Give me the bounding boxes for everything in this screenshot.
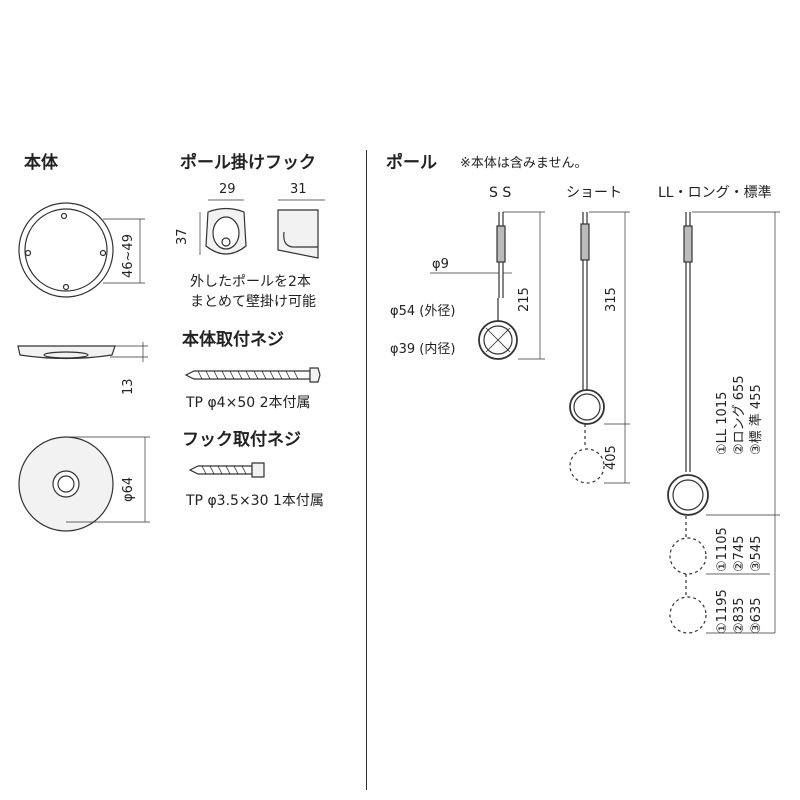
pole-label-short: ショート — [566, 185, 622, 201]
hook-title: ポール掛けフック — [180, 153, 316, 173]
body-screw-drawing — [184, 367, 321, 383]
long-dim-max-2: ②835 — [732, 597, 747, 634]
body-screw-spec: TP φ4×50 2本付属 — [186, 395, 311, 411]
short-pole-drawing — [569, 211, 630, 484]
long-dim-ll: ①LL 1015 — [715, 391, 730, 455]
body-screw-title: 本体取付ネジ — [182, 330, 284, 350]
hook-side-view — [277, 199, 325, 259]
hook-screw-title: フック取付ネジ — [182, 430, 301, 450]
short-length-dim: 315 — [604, 287, 619, 312]
body-top-view — [18, 202, 145, 298]
long-dim-long: ②ロング 655 — [732, 375, 747, 455]
hook-note-line-1: 外したポールを2本 — [190, 274, 311, 290]
long-dim-max-1: ①1195 — [715, 589, 730, 634]
body-inner-dim: 46~49 — [121, 234, 136, 278]
pipe-diameter-dim: φ9 — [432, 257, 449, 272]
hook-height-dim: 37 — [175, 228, 190, 245]
pole-label-ss: S S — [489, 185, 512, 201]
body-bottom-view — [18, 436, 150, 532]
body-side-view — [17, 342, 148, 362]
pole-label-long: LL・ロング・標準 — [658, 185, 772, 201]
long-dim-standard: ③標 準 455 — [749, 384, 764, 455]
hook-width-dim-2: 31 — [290, 182, 307, 197]
hook-screw-spec: TP φ3.5×30 1本付属 — [186, 493, 324, 509]
hook-width-dim-1: 29 — [219, 182, 236, 197]
hook-screw-drawing — [188, 462, 265, 478]
section-divider — [366, 150, 367, 790]
body-height-dim: 13 — [121, 378, 136, 395]
pole-note: ※本体は含みません。 — [460, 156, 588, 171]
long-pole-drawing — [667, 211, 780, 634]
long-dim-mid-2: ②745 — [732, 535, 747, 572]
long-dim-mid-1: ①1105 — [715, 527, 730, 572]
pole-title: ポール — [386, 153, 437, 173]
body-title: 本体 — [24, 153, 58, 173]
body-diameter-dim: φ64 — [121, 476, 136, 502]
ring-inner-dim: φ39 (内径) — [390, 342, 456, 357]
ss-pole-drawing — [430, 211, 545, 360]
long-dim-mid-3: ③545 — [749, 535, 764, 572]
ring-outer-dim: φ54 (外径) — [390, 304, 456, 319]
hook-front-view — [199, 199, 247, 255]
hook-note-line-2: まとめて壁掛け可能 — [190, 294, 316, 310]
ss-length-dim: 215 — [517, 287, 532, 312]
long-dim-max-3: ③635 — [749, 597, 764, 634]
short-extended-dim: 405 — [604, 445, 619, 470]
